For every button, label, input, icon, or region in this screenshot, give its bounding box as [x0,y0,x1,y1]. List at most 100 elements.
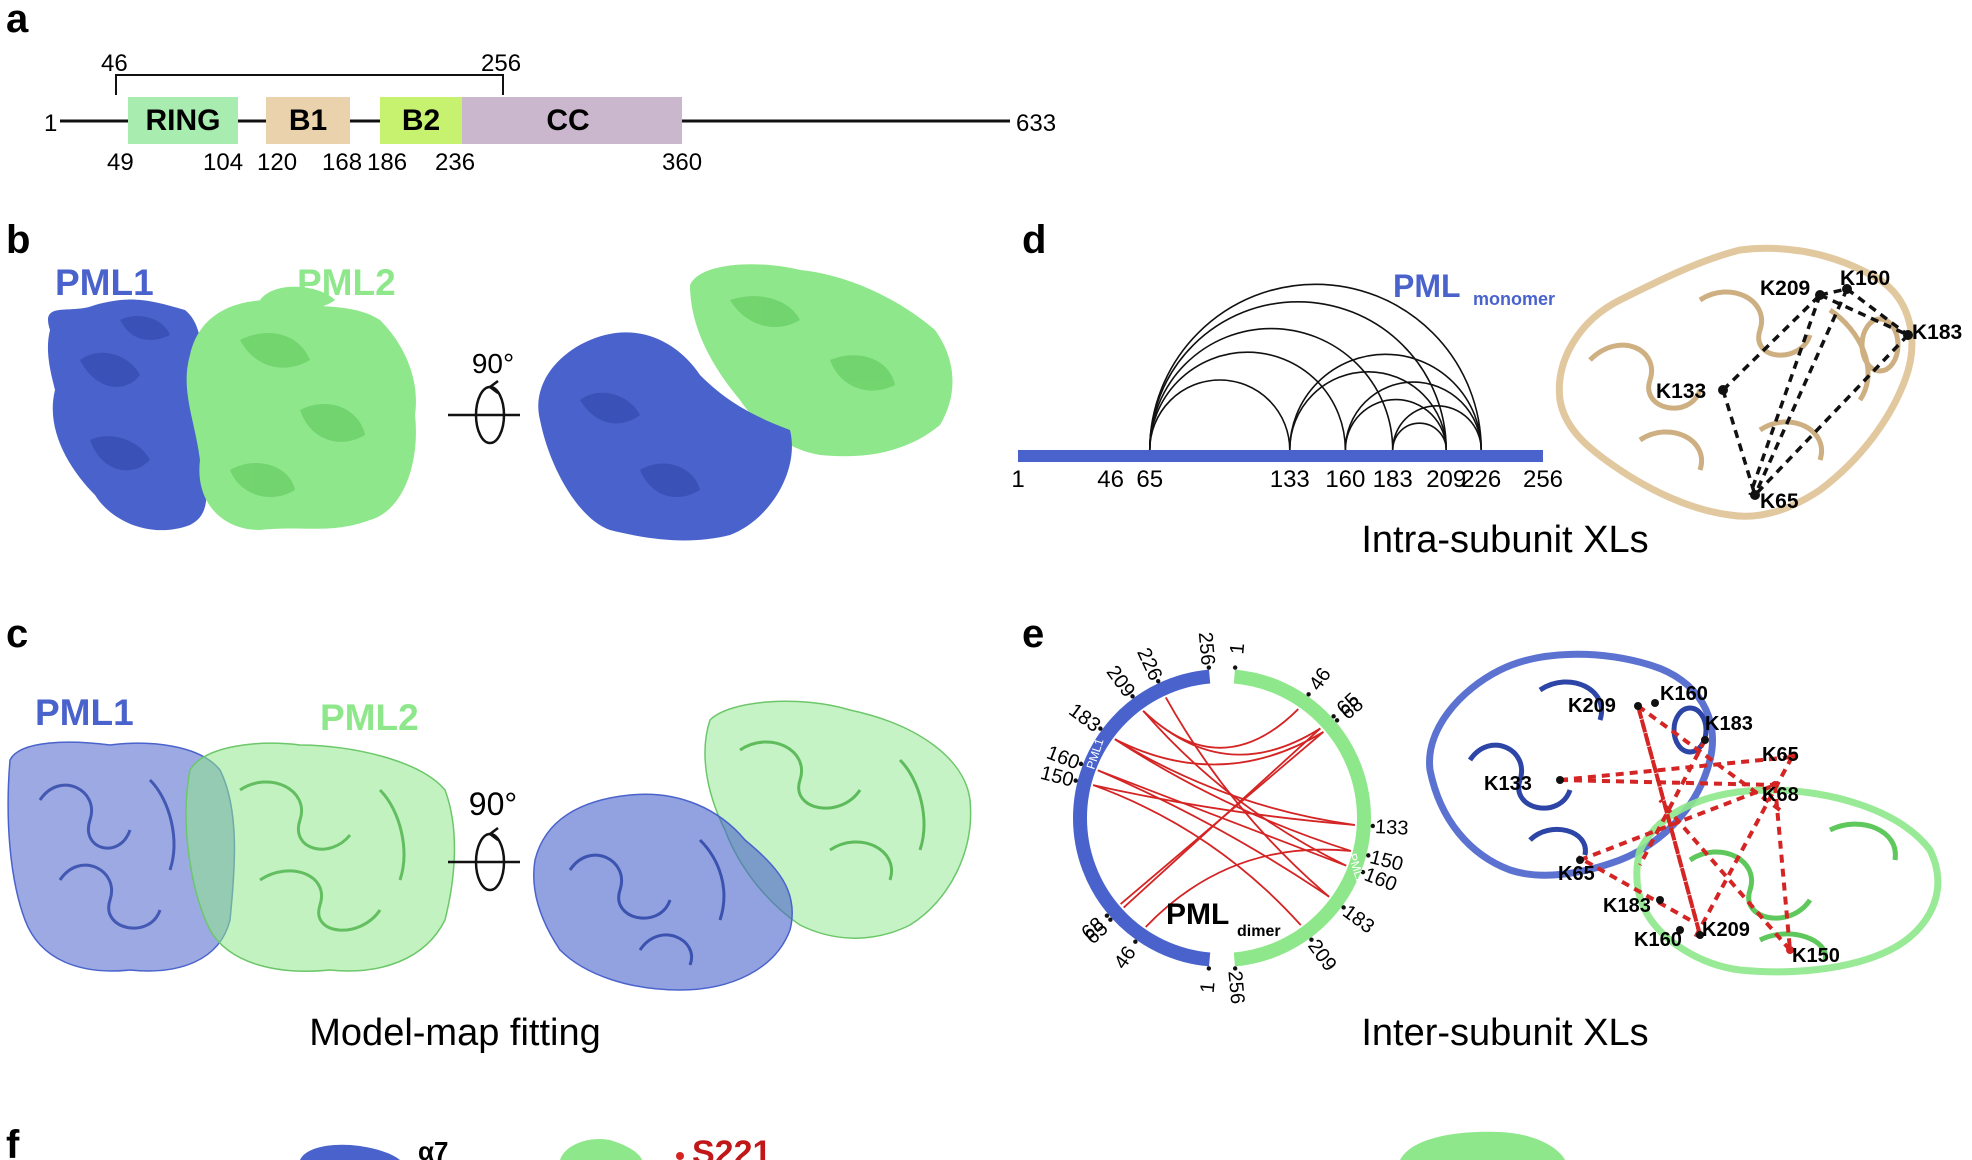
residue-k160-b: K160 [1634,929,1682,951]
pml1-density-fit [533,793,793,991]
domain-diagram: 1 633 46 256 RING B1 B2 CC 49 104 120 16… [44,50,1056,176]
pml1-ribbon [568,838,726,966]
inter-xl-link-209-46 [1142,708,1299,749]
inter-xl-link-160-183 [1097,769,1330,898]
residue-k68: K68 [1762,784,1799,806]
residue-markers-red [1771,753,1796,954]
model-map-view-1: PML1 PML2 [7,692,456,972]
inter-xl-link-65-65 [1123,727,1321,909]
pml1-label: PML1 [35,692,134,733]
b1-end-label: 168 [322,149,362,176]
pml2-partial-ribbon [560,1138,642,1160]
circos-pml1-tick-160-dot [1078,761,1084,767]
pml2-density-shading [230,332,365,498]
circos-pml2-tick-46-dot [1306,692,1311,697]
pml2-ribbon-outline [1633,786,1942,976]
residue-k183: K183 [1705,713,1753,735]
rotation-label: 90° [472,348,514,379]
domain-ring [128,97,238,144]
domain-end-label: 633 [1016,110,1056,137]
pml2-label: PML2 [320,697,419,738]
pml1-label: PML1 [55,262,154,303]
rotation-indicator-c: 90° [448,786,520,892]
circos-pml1-tick-226: 226 [1132,645,1166,685]
sequence-tick-256: 256 [1523,466,1563,493]
domain-start-label: 1 [44,110,57,137]
pml-monomer-subscript: monomer [1473,289,1555,309]
residue-markers [1556,699,1709,939]
panel-label-b: b [6,218,30,262]
intra-xl-arc-183-226 [1391,404,1483,451]
rotation-label: 90° [469,786,517,822]
residue-k133: K133 [1656,380,1706,403]
pml1-density-shading [80,315,170,471]
sequence-tick-160: 160 [1325,466,1365,493]
pml2-density-top [260,286,335,311]
inter-xl-structure-model: K209 K160 K183 K65 K133 K68 K65 K183 K16… [1426,650,1942,976]
inter-xl-link-226-183 [1165,697,1330,898]
circos-pml1-tick-68-dot [1104,913,1110,918]
rotation-arrowhead-icon [489,827,499,841]
panel-label-e: e [1022,612,1044,656]
b1-start-label: 120 [257,149,297,176]
residue-k65-b: K65 [1558,863,1595,885]
cc-end-label: 360 [662,149,702,176]
circos-pml1-tick-46: 46 [1110,942,1141,973]
helix-alpha7-label: α7 [418,1136,448,1160]
circos-pml2-tick-256-dot [1232,966,1238,971]
circos-pml1-tick-150-dot [1073,778,1078,783]
sequence-tick-226: 226 [1461,466,1501,493]
inter-xl-link-183-68 [1114,731,1324,766]
bracket-left-label: 46 [101,50,128,77]
circos-pml1-tick-256: 256 [1194,631,1219,666]
circos-pml1-tick-65-dot [1108,917,1113,922]
pml1-partial-ribbon [300,1144,400,1160]
inter-xl-links [1092,697,1355,928]
residue-k183-b: K183 [1603,895,1651,917]
domain-b2-label: B2 [402,104,440,137]
pml-dimer-label: PML [1166,898,1229,931]
intra-xl-arc-133-226 [1288,353,1483,451]
pml2-ribbon [739,740,926,881]
residue-markers [1718,284,1913,500]
cryoem-map-view-1: PML1 PML2 [47,262,416,531]
intra-xl-arc-160-226 [1344,381,1483,451]
intra-xl-arc-133-209 [1288,370,1448,451]
intra-xl-structure-model: K209 K160 K183 K133 K65 [1555,244,1962,520]
panel-label-a: a [6,0,29,41]
circos-pml2-tick-160-dot [1360,869,1366,875]
pml2-density-fit [185,742,456,972]
circos-pml2-tick-65-dot [1331,714,1336,719]
intra-xl-arc-160-209 [1344,398,1448,451]
residue-k150: K150 [1792,945,1840,967]
pml2-ribbon [239,780,406,932]
circos-pml2-tick-46: 46 [1305,664,1336,695]
residue-k133: K133 [1484,773,1532,795]
intra-xl-arcs [1148,283,1483,451]
construct-bracket [115,74,504,95]
b2-start-label: 186 [367,149,407,176]
panel-e-caption: Inter-subunit XLs [1361,1012,1648,1054]
inter-xl-link-46-150 [1145,848,1351,928]
inter-xl-link-209-65 [1142,710,1321,756]
circos-pml1-tick-226-dot [1155,678,1161,684]
panel-label-c: c [6,612,28,656]
domain-b1-label: B1 [289,104,327,137]
inter-xl-link-183-150 [1114,738,1352,852]
intra-xl-arc-65-226 [1148,283,1483,451]
pml-sequence-bar [1018,450,1543,462]
monomer-ribbon-outline [1555,244,1916,520]
bracket-right-label: 256 [481,50,521,77]
sequence-tick-183: 183 [1373,466,1413,493]
circos-pml1-tick-46-dot [1133,939,1138,944]
intra-xl-distance-lines [1721,287,1910,497]
residue-k209: K209 [1568,695,1616,717]
cryoem-map-view-2 [538,264,953,541]
pml1-density-shading [580,392,700,498]
pml2-density [186,300,416,530]
circos-subunit-arcs [1073,669,1371,967]
intra-xl-arc-65-209 [1148,300,1448,451]
